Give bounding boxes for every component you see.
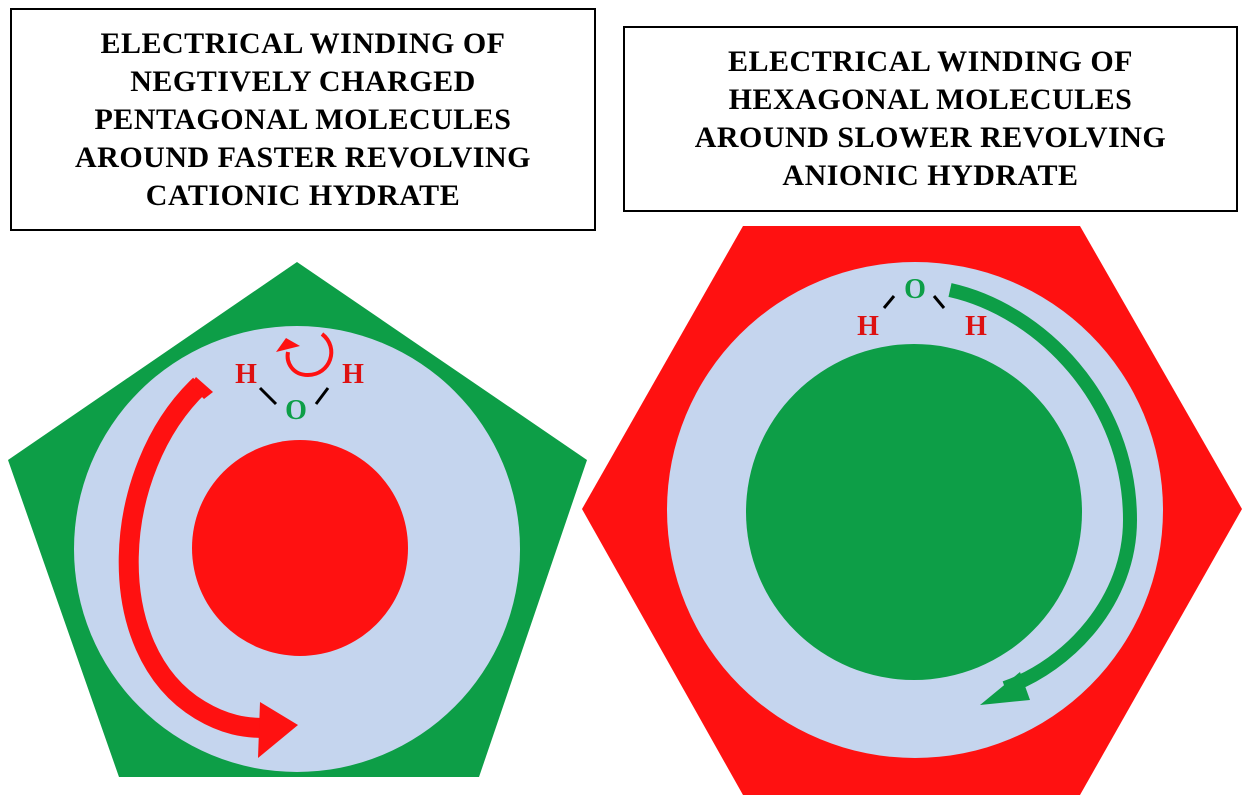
left-small-rotation-arrowhead — [276, 338, 300, 352]
left-o-atom: O — [285, 395, 307, 426]
left-bond-right — [314, 387, 330, 405]
left-title-line-3: PENTAGONAL MOLECULES — [94, 102, 512, 136]
cation-core — [192, 440, 408, 656]
left-title-line-5: CATIONIC HYDRATE — [145, 178, 461, 212]
left-h-atom-2: H — [342, 359, 364, 390]
left-winding-arrow-tail — [190, 377, 213, 399]
left-title-line-2: NEGTIVELY CHARGED — [130, 64, 476, 98]
right-title-line-4: ANIONIC HYDRATE — [782, 159, 1079, 192]
left-panel-diagram: H H O — [8, 262, 587, 777]
left-h-atom-1: H — [235, 359, 257, 390]
right-winding-arrow-body — [948, 283, 1138, 695]
left-winding-arrow-body — [118, 377, 266, 738]
right-bond-left — [882, 295, 896, 309]
right-title-line-3: AROUND SLOWER REVOLVING — [694, 121, 1167, 154]
left-title-line-1: ELECTRICAL WINDING OF — [100, 26, 506, 60]
left-bond-left — [258, 386, 278, 406]
left-small-rotation-arrow — [285, 332, 334, 378]
right-h-atom-2: H — [965, 311, 987, 342]
right-title-line-2: HEXAGONAL MOLECULES — [728, 83, 1133, 116]
right-winding-arrow-head — [980, 672, 1030, 705]
anion-core — [746, 344, 1082, 680]
right-h-atom-1: H — [857, 311, 879, 342]
right-title-line-1: ELECTRICAL WINDING OF — [727, 45, 1134, 78]
right-panel-diagram: H H O — [582, 226, 1242, 795]
right-title-box: ELECTRICAL WINDING OF HEXAGONAL MOLECULE… — [623, 26, 1238, 212]
left-title-line-4: AROUND FASTER REVOLVING — [75, 140, 531, 174]
left-title-box: ELECTRICAL WINDING OF NEGTIVELY CHARGED … — [10, 8, 596, 231]
right-o-atom: O — [904, 274, 926, 305]
right-bond-right — [932, 295, 946, 309]
left-winding-arrow-head — [258, 702, 298, 758]
